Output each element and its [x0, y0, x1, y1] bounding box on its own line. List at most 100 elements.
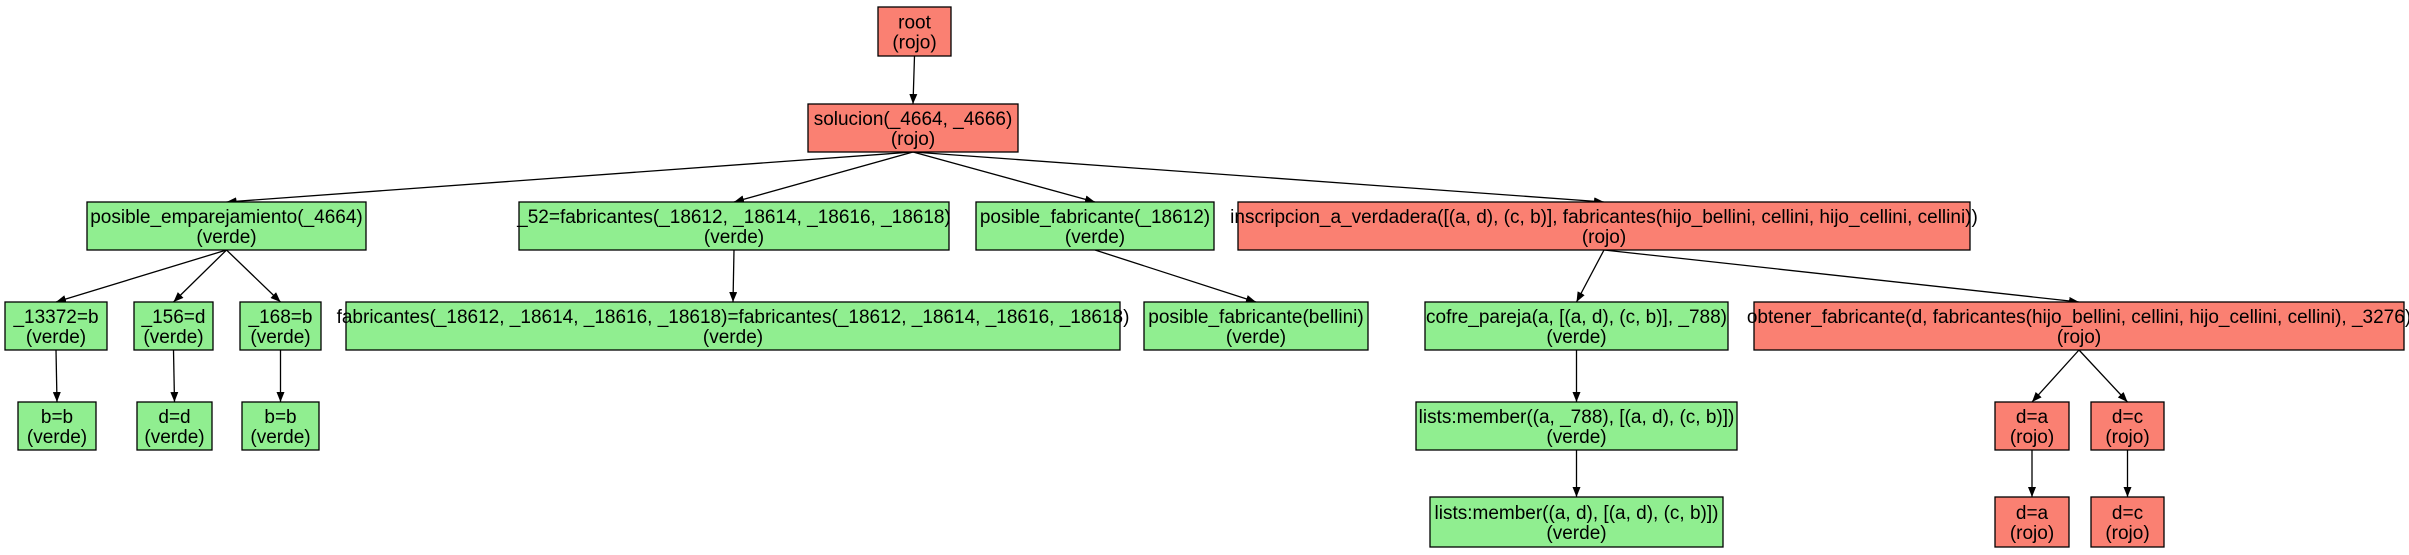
node-goal-text: posible_fabricante(bellini)	[1148, 307, 1363, 328]
node-box	[877, 6, 952, 57]
node-box	[136, 401, 213, 451]
node-root: root(rojo)	[877, 6, 952, 57]
node-box	[2090, 401, 2165, 451]
node-box	[807, 103, 1019, 153]
node-status-text: (rojo)	[892, 33, 936, 54]
node-bb1: b=b(verde)	[17, 401, 97, 451]
node-posible_fabricante_bellini: posible_fabricante(bellini)(verde)	[1143, 301, 1369, 351]
node-goal-text: root	[898, 13, 931, 34]
edge-solucion-to-inscripcion	[912, 151, 1605, 206]
node-box	[133, 301, 214, 351]
node-status-text: (rojo)	[2057, 327, 2101, 348]
node-goal-text: obtener_fabricante(d, fabricantes(hijo_b…	[1747, 307, 2409, 328]
node-goal-text: d=d	[158, 407, 190, 428]
node-box	[975, 201, 1215, 251]
edge-posible_emparejamiento-to-u168	[226, 249, 281, 303]
node-goal-text: inscripcion_a_verdadera([(a, d), (c, b)]…	[1230, 207, 1978, 228]
node-status-text: (verde)	[703, 327, 763, 348]
node-solucion: solucion(_4664, _4666)(rojo)	[807, 103, 1019, 153]
nodes-layer: root(rojo)solucion(_4664, _4666)(rojo)po…	[4, 6, 2409, 548]
node-status-text: (verde)	[1546, 327, 1606, 348]
node-box	[4, 301, 108, 351]
node-obtener_fabricante: obtener_fabricante(d, fabricantes(hijo_b…	[1747, 301, 2409, 351]
node-posible_fabricante: posible_fabricante(_18612)(verde)	[975, 201, 1215, 251]
edge-solucion-to-posible_emparejamiento	[226, 151, 914, 206]
node-status-text: (verde)	[27, 427, 87, 448]
node-cofre_pareja: cofre_pareja(a, [(a, d), (c, b)], _788)(…	[1424, 301, 1729, 351]
edge-posible_emparejamiento-to-u156	[173, 249, 227, 303]
node-fabricantes_unify: _52=fabricantes(_18612, _18614, _18616, …	[516, 201, 951, 251]
edge-obtener_fabricante-to-dc1	[2078, 349, 2128, 403]
node-status-text: (rojo)	[2010, 523, 2054, 544]
edge-fabricantes_unify-to-fabricantes_eq	[729, 249, 738, 303]
node-box	[2090, 496, 2165, 548]
edge-u156-to-dd	[170, 349, 179, 403]
node-box	[345, 301, 1121, 351]
node-box	[241, 401, 320, 451]
node-status-text: (verde)	[1065, 227, 1125, 248]
edge-u13372-to-bb1	[52, 349, 61, 403]
node-goal-text: lists:member((a, d), [(a, d), (c, b)])	[1435, 503, 1719, 524]
node-goal-text: b=b	[264, 407, 296, 428]
node-dc2: d=c(rojo)	[2090, 496, 2165, 548]
node-status-text: (rojo)	[1582, 227, 1626, 248]
node-status-text: (rojo)	[2010, 427, 2054, 448]
node-status-text: (verde)	[143, 327, 203, 348]
edge-inscripcion-to-cofre_pareja	[1575, 249, 1605, 303]
node-status-text: (verde)	[196, 227, 256, 248]
node-goal-text: d=c	[2112, 503, 2143, 524]
node-inscripcion: inscripcion_a_verdadera([(a, d), (c, b)]…	[1230, 201, 1978, 251]
edge-solucion-to-posible_fabricante	[912, 151, 1096, 204]
node-box	[239, 301, 322, 351]
node-status-text: (verde)	[1226, 327, 1286, 348]
node-member1: lists:member((a, _788), [(a, d), (c, b)]…	[1415, 401, 1738, 451]
node-goal-text: d=a	[2016, 407, 2049, 428]
node-status-text: (verde)	[26, 327, 86, 348]
edge-inscripcion-to-obtener_fabricante	[1603, 249, 2080, 305]
node-status-text: (rojo)	[2105, 427, 2149, 448]
node-goal-text: _168=b	[248, 307, 313, 328]
edge-posible_fabricante-to-posible_fabricante_bellini	[1094, 249, 1257, 303]
node-u168: _168=b(verde)	[239, 301, 322, 351]
node-goal-text: _13372=b	[12, 307, 98, 328]
edge-obtener_fabricante-to-da1	[2031, 349, 2080, 403]
node-status-text: (verde)	[144, 427, 204, 448]
edge-solucion-to-fabricantes_unify	[733, 151, 914, 204]
node-box	[518, 201, 950, 251]
node-status-text: (verde)	[1546, 427, 1606, 448]
node-fabricantes_eq: fabricantes(_18612, _18614, _18616, _186…	[337, 301, 1130, 351]
node-box	[86, 201, 367, 251]
node-status-text: (verde)	[1546, 523, 1606, 544]
node-box	[1424, 301, 1729, 351]
node-da2: d=a(rojo)	[1994, 496, 2070, 548]
node-goal-text: posible_emparejamiento(_4664)	[90, 207, 363, 228]
node-goal-text: d=c	[2112, 407, 2143, 428]
node-box	[1994, 401, 2070, 451]
node-box	[1143, 301, 1369, 351]
node-dd: d=d(verde)	[136, 401, 213, 451]
node-goal-text: posible_fabricante(_18612)	[980, 207, 1210, 228]
node-u156: _156=d(verde)	[133, 301, 214, 351]
node-goal-text: b=b	[41, 407, 73, 428]
node-status-text: (rojo)	[2105, 523, 2149, 544]
node-status-text: (verde)	[704, 227, 764, 248]
edges-layer	[52, 55, 2132, 497]
node-box	[1753, 301, 2405, 351]
node-u13372: _13372=b(verde)	[4, 301, 108, 351]
node-box	[1237, 201, 1971, 251]
node-goal-text: _156=d	[141, 307, 206, 328]
node-goal-text: cofre_pareja(a, [(a, d), (c, b)], _788)	[1426, 307, 1727, 328]
node-bb2: b=b(verde)	[241, 401, 320, 451]
node-goal-text: solucion(_4664, _4666)	[814, 109, 1013, 130]
node-dc1: d=c(rojo)	[2090, 401, 2165, 451]
node-da1: d=a(rojo)	[1994, 401, 2070, 451]
node-goal-text: d=a	[2016, 503, 2049, 524]
node-box	[1429, 496, 1724, 548]
edge-root-to-solucion	[909, 55, 918, 105]
node-member2: lists:member((a, d), [(a, d), (c, b)])(v…	[1429, 496, 1724, 548]
node-posible_emparejamiento: posible_emparejamiento(_4664)(verde)	[86, 201, 367, 251]
node-box	[17, 401, 97, 451]
node-box	[1415, 401, 1738, 451]
node-goal-text: fabricantes(_18612, _18614, _18616, _186…	[337, 307, 1130, 328]
